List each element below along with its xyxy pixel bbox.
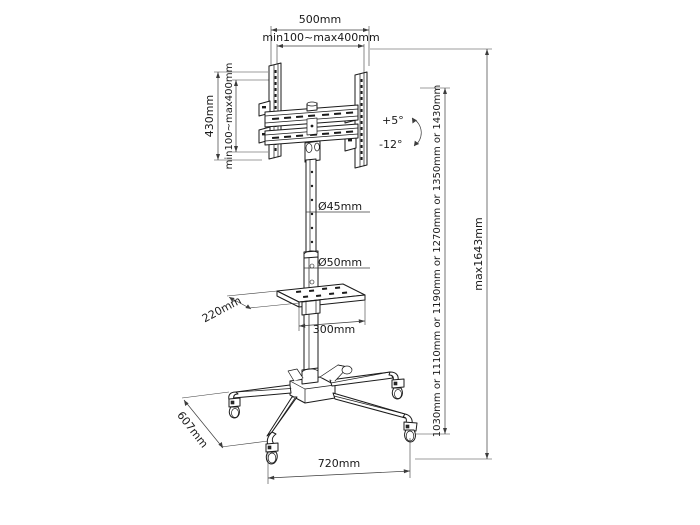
- base-leg-front-right: [332, 392, 413, 425]
- dim-label-dia45: Ø45mm: [318, 200, 362, 213]
- dim-label-top-adjustable: min100~max400mm: [262, 31, 379, 44]
- dim-base-width: 720mm: [267, 438, 411, 484]
- dim-label-top-width: 500mm: [299, 13, 341, 26]
- accessory-shelf: [276, 283, 366, 316]
- dim-shelf-width: 300mm: [298, 300, 366, 336]
- bracket-column-joint: [304, 140, 321, 163]
- dim-label-shelf-width: 300mm: [313, 323, 355, 336]
- dim-base-depth: 607mm: [174, 391, 269, 450]
- caster-rear-left: [228, 397, 241, 419]
- base-brace-arms: [287, 364, 353, 382]
- base-leg-rear-right: [329, 371, 399, 387]
- column-upper-tube: [305, 158, 317, 256]
- dim-column-lower-dia: Ø50mm: [304, 256, 370, 269]
- dim-height-options: 1030mm or 1110mm or 1190mm or 1270mm or …: [415, 85, 450, 438]
- tilt-up-label: +5°: [382, 114, 404, 127]
- bracket-center-plate: [306, 117, 318, 136]
- dim-label-left-adjustable: min100~max400mm: [224, 63, 235, 170]
- dim-column-upper-dia: Ø45mm: [306, 200, 370, 213]
- caster-front-left: [265, 442, 279, 465]
- dim-max-height: max1643mm: [370, 48, 492, 460]
- base-leg-front-left: [266, 396, 298, 446]
- dim-label-shelf-depth: 220mm: [200, 294, 244, 325]
- tilt-down-label: -12°: [379, 138, 402, 151]
- dim-left-adjustable: min100~max400mm: [224, 63, 272, 170]
- tv-mount-bracket: [258, 62, 368, 169]
- dim-top-width: 500mm: [270, 13, 370, 70]
- dim-label-base-width: 720mm: [318, 457, 360, 470]
- base-hub: [289, 367, 336, 404]
- dim-label-max-height: max1643mm: [472, 217, 485, 290]
- dim-label-dia50: Ø50mm: [318, 256, 362, 269]
- caster-rear-right: [391, 378, 405, 400]
- caster-front-right: [403, 421, 418, 443]
- dim-label-height-options: 1030mm or 1110mm or 1190mm or 1270mm or …: [432, 85, 443, 438]
- dim-label-left-height: 430mm: [203, 95, 216, 137]
- dim-label-base-depth: 607mm: [174, 409, 210, 450]
- four-leg-caster-base: [228, 364, 418, 465]
- dim-left-height: 430mm: [203, 71, 268, 161]
- tilt-angle-annotation: +5° -12°: [379, 114, 422, 151]
- telescoping-column: [303, 158, 319, 382]
- column-lower-tube: [303, 256, 319, 382]
